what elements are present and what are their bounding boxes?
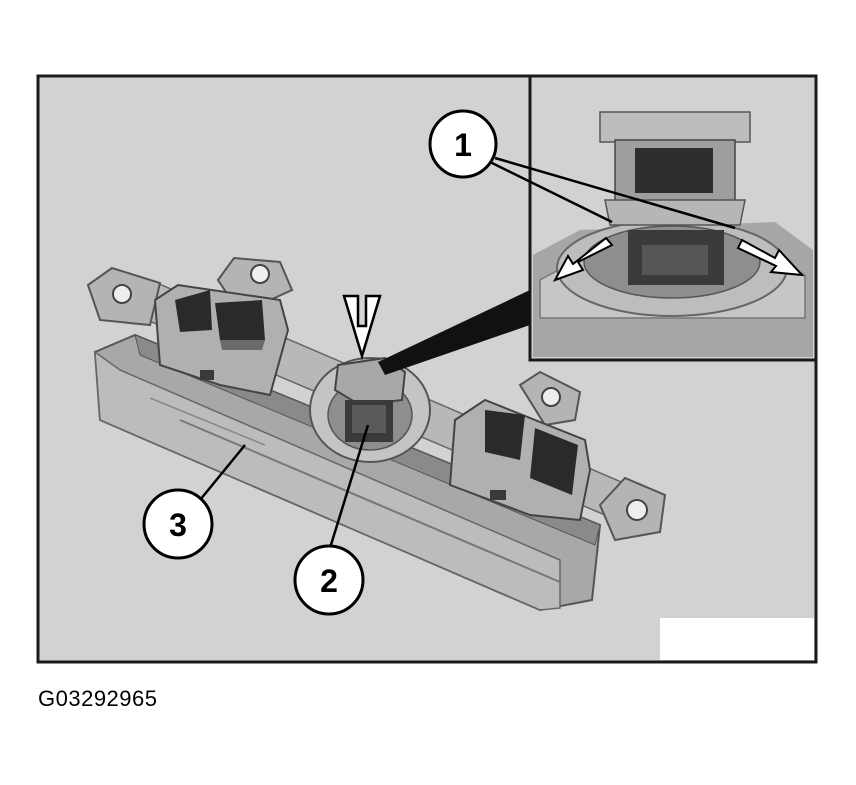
arrow-right-icon — [736, 238, 805, 277]
mount-hole-right — [541, 387, 561, 407]
detail-inset — [528, 74, 818, 362]
callout-2: 2 — [293, 544, 365, 616]
callout-3-label: 3 — [169, 507, 187, 543]
leader-line-1b — [494, 156, 736, 230]
arrow-left-icon — [552, 236, 614, 282]
mount-hole-left — [112, 284, 132, 304]
mount-hole-far-right — [626, 499, 648, 521]
leader-line-3 — [199, 444, 246, 501]
callout-3: 3 — [142, 488, 214, 560]
callout-1: 1 — [428, 109, 498, 179]
mount-hole-top — [250, 264, 270, 284]
figure-id-caption: G03292965 — [38, 686, 158, 711]
callout-1-label: 1 — [454, 127, 472, 163]
connector-bracket — [86, 256, 667, 612]
callout-2-label: 2 — [320, 563, 338, 599]
leader-line-1a — [489, 160, 613, 224]
inset-pointer — [378, 290, 530, 375]
leader-line-2 — [328, 424, 370, 549]
label-blank-area — [660, 618, 814, 660]
push-arrow-icon — [342, 294, 382, 361]
